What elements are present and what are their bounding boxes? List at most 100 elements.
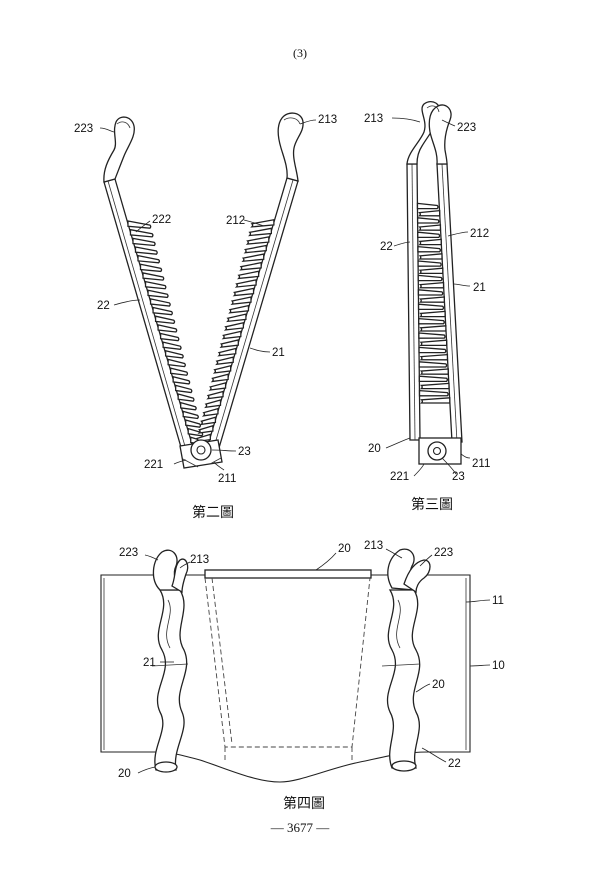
fig4-label-22: 22 <box>448 758 461 770</box>
figure-2: 223 213 222 212 22 21 23 221 211 第二圖 <box>74 113 337 521</box>
fig2-tooth-222 <box>163 342 181 349</box>
fig2-tooth-212 <box>239 271 259 278</box>
fig3-tooth <box>420 225 441 230</box>
fig4-label-223-right: 223 <box>434 547 453 559</box>
fig2-tooth-212 <box>215 366 231 373</box>
fig3-tooth <box>420 297 444 302</box>
fig2-teeth-212 <box>197 220 274 442</box>
fig2-tooth-212 <box>250 228 272 235</box>
fig3-tooth <box>419 319 445 324</box>
fig2-tooth-212 <box>217 357 233 364</box>
fig3-tooth <box>420 391 449 396</box>
fig2-tooth-222 <box>148 290 168 297</box>
fig3-tooth <box>420 239 441 244</box>
fig3-tooth <box>421 311 445 316</box>
fig2-tooth-222 <box>181 403 196 410</box>
fig2-label-223: 223 <box>74 123 93 135</box>
fig2-caption: 第二圖 <box>192 504 234 521</box>
fig2-teeth-222 <box>128 221 205 444</box>
fig4-label-10: 10 <box>492 660 505 672</box>
fig3-tooth <box>418 218 439 223</box>
fig2-label-222: 222 <box>152 214 171 226</box>
fig4-clip-right-22 <box>382 549 430 771</box>
fig3-tooth <box>418 290 442 295</box>
fig2-tooth-222 <box>168 359 185 366</box>
fig2-label-213: 213 <box>318 114 337 126</box>
fig2-tooth-212 <box>237 280 257 287</box>
fig4-label-21: 21 <box>143 657 156 669</box>
fig3-tooth <box>418 261 441 266</box>
fig3-label-211: 211 <box>472 458 490 470</box>
fig3-tooth <box>420 268 443 273</box>
figure-3: 213 223 22 212 21 20 221 23 211 第三圖 <box>364 102 490 513</box>
fig2-tooth-222 <box>161 333 179 340</box>
fig3-tooth <box>419 376 447 381</box>
fig3-tooth <box>421 326 446 331</box>
fig2-label-221: 221 <box>144 459 163 471</box>
fig4-label-223-left: 223 <box>119 547 138 559</box>
fig3-label-213: 213 <box>364 113 383 125</box>
fig2-tooth-212 <box>219 349 236 356</box>
fig2-tooth-222 <box>143 273 164 280</box>
fig2-tooth-212 <box>241 263 261 270</box>
fig3-tooth <box>418 232 440 237</box>
fig3-label-223: 223 <box>457 122 476 134</box>
fig3-hinge-23 <box>419 438 461 464</box>
fig2-tooth-222 <box>173 377 189 384</box>
fig3-tooth <box>421 355 447 360</box>
fig2-tooth-222 <box>171 368 188 375</box>
fig3-tooth <box>421 383 449 388</box>
fig3-tooth <box>420 254 442 259</box>
fig2-tooth-212 <box>247 237 268 244</box>
fig2-tooth-222 <box>135 247 157 254</box>
fig2-tooth-212 <box>221 340 238 347</box>
fig2-tooth-222 <box>166 351 184 358</box>
fig2-tooth-212 <box>232 297 251 304</box>
fig3-caption: 第三圖 <box>411 496 453 513</box>
fig4-label-213-right: 213 <box>364 540 383 552</box>
fig2-tooth-222 <box>138 256 159 263</box>
fig4-clip-left-21 <box>152 550 188 772</box>
fig2-tooth-212 <box>228 314 246 321</box>
figure-4: 223 213 20 213 223 11 10 21 20 20 22 第四圖 <box>101 540 505 812</box>
fig2-tooth-212 <box>199 426 213 433</box>
fig4-label-20-right: 20 <box>432 679 445 691</box>
fig2-tooth-222 <box>153 308 172 315</box>
fig4-label-213-left: 213 <box>190 554 209 566</box>
fig3-tooth <box>419 333 445 338</box>
fig3-label-20: 20 <box>368 443 381 455</box>
fig3-tooth <box>418 247 440 252</box>
fig2-tooth-212 <box>201 417 215 424</box>
fig2-label-23: 23 <box>238 446 251 458</box>
fig3-tooth <box>420 283 443 288</box>
fig3-tooth <box>422 398 450 403</box>
fig2-tooth-212 <box>204 409 218 416</box>
fig3-handles <box>407 102 451 164</box>
fig2-tooth-222 <box>183 411 198 418</box>
fig2-tooth-212 <box>206 400 221 407</box>
fig2-tooth-222 <box>158 325 177 332</box>
fig4-label-20-left: 20 <box>118 768 131 780</box>
fig3-label-221: 221 <box>390 471 409 483</box>
fig2-tooth-222 <box>146 282 166 289</box>
fig3-tooth <box>421 369 448 374</box>
fig3-tooth <box>420 211 440 216</box>
fig2-tooth-222 <box>176 385 192 392</box>
fig2-tooth-212 <box>245 245 266 252</box>
fig3-tooth <box>417 203 438 208</box>
fig2-tooth-212 <box>234 288 253 295</box>
fig2-tooth-222 <box>186 420 201 427</box>
fig2-tooth-212 <box>208 391 223 398</box>
fig2-tooth-212 <box>226 323 244 330</box>
fig4-caption: 第四圖 <box>283 795 325 812</box>
fig3-tooth <box>419 304 444 309</box>
fig4-label-11: 11 <box>492 595 504 607</box>
fig3-label-21: 21 <box>473 282 486 294</box>
fig2-tooth-222 <box>130 230 152 237</box>
fig3-label-22: 22 <box>380 241 393 253</box>
fig2-tooth-222 <box>156 316 175 323</box>
fig2-label-211: 211 <box>218 473 236 485</box>
fig2-arm-22 <box>104 117 196 461</box>
fig3-label-212: 212 <box>470 228 489 240</box>
